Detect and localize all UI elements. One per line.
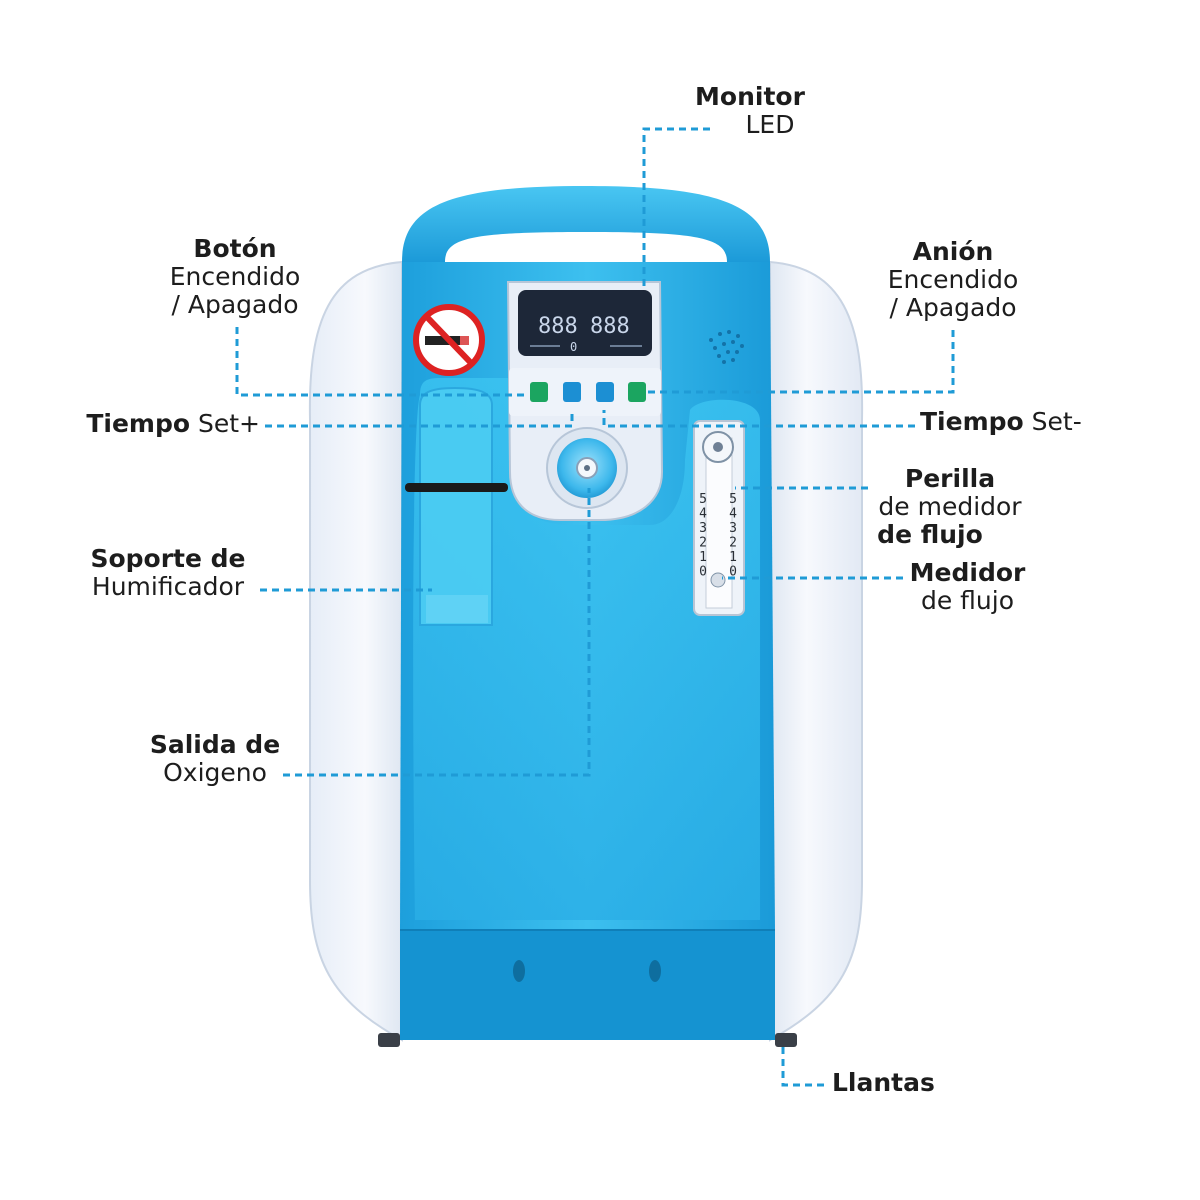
label-time-plus: Tiempo Set+ bbox=[60, 410, 260, 438]
carry-handle bbox=[402, 186, 770, 262]
base-band bbox=[400, 930, 775, 1040]
speaker-grill bbox=[709, 330, 744, 364]
oxygen-outlet[interactable] bbox=[546, 427, 628, 509]
label-power-line3: / Apagado bbox=[171, 290, 299, 319]
time-plus-button[interactable] bbox=[563, 382, 581, 402]
wheel-right bbox=[775, 1033, 797, 1047]
front-door bbox=[413, 378, 760, 920]
display-digits-right: 888 bbox=[590, 314, 630, 339]
flow-scale-mark: 4 bbox=[729, 507, 737, 522]
label-time-minus-sub: Set- bbox=[1023, 407, 1082, 436]
callout-time-plus bbox=[265, 410, 574, 428]
label-power-title: Botón bbox=[193, 234, 277, 263]
flow-scale-mark: 3 bbox=[699, 521, 707, 536]
label-anion-line2: Encendido bbox=[887, 265, 1019, 294]
label-monitor: Monitor LED bbox=[690, 83, 810, 139]
holder-strap bbox=[405, 483, 508, 492]
label-wheels: Llantas bbox=[832, 1069, 935, 1097]
time-minus-button[interactable] bbox=[596, 382, 614, 402]
label-flowmeter-line2: de flujo bbox=[920, 586, 1015, 615]
right-shell bbox=[769, 260, 864, 1042]
label-flowmeter: Medidor de flujo bbox=[905, 559, 1030, 615]
label-wheels-title: Llantas bbox=[832, 1068, 935, 1097]
label-monitor-title: Monitor bbox=[695, 82, 805, 111]
wheel-left bbox=[378, 1033, 400, 1047]
label-power: Botón Encendido / Apagado bbox=[150, 235, 320, 319]
flow-scale-mark: 4 bbox=[699, 507, 707, 522]
label-power-line2: Encendido bbox=[169, 262, 301, 291]
display-zero: 0 bbox=[570, 340, 577, 354]
label-time-minus: Tiempo Set- bbox=[920, 408, 1140, 436]
flow-scale-mark: 5 bbox=[699, 492, 707, 507]
left-shell bbox=[308, 260, 403, 1042]
callout-wheels bbox=[781, 1047, 828, 1087]
label-humidifier-title: Soporte de bbox=[90, 544, 246, 573]
callout-lines bbox=[235, 127, 955, 1087]
device-body bbox=[308, 186, 864, 1047]
flow-scale-mark: 5 bbox=[729, 492, 737, 507]
callout-monitor bbox=[642, 127, 710, 290]
label-outlet-title: Salida de bbox=[149, 730, 281, 759]
flow-scale-mark: 2 bbox=[699, 536, 707, 551]
label-anion-line3: / Apagado bbox=[889, 293, 1017, 322]
anion-button[interactable] bbox=[628, 382, 646, 402]
label-outlet-line2: Oxigeno bbox=[163, 758, 267, 787]
callout-outlet bbox=[283, 488, 591, 777]
label-knob-title: Perilla bbox=[904, 464, 996, 493]
label-monitor-sub: LED bbox=[745, 110, 795, 139]
label-anion-title: Anión bbox=[912, 237, 994, 266]
label-time-plus-sub: Set+ bbox=[190, 409, 260, 438]
label-humidifier-line2: Humificador bbox=[91, 572, 245, 601]
label-knob: Perilla de medidor de flujo bbox=[860, 465, 1040, 549]
label-flowmeter-title: Medidor bbox=[909, 558, 1026, 587]
no-smoking-sign bbox=[413, 304, 485, 376]
label-knob-line3: de flujo bbox=[877, 520, 983, 549]
label-knob-line2: de medidor bbox=[878, 492, 1022, 521]
label-time-plus-title: Tiempo bbox=[86, 409, 191, 438]
callout-anion bbox=[648, 330, 955, 394]
flow-scale-mark: 0 bbox=[699, 565, 707, 580]
power-button[interactable] bbox=[530, 382, 548, 402]
flow-scale-mark: 3 bbox=[729, 521, 737, 536]
vent-slot-right bbox=[649, 960, 661, 982]
flow-scale-mark: 0 bbox=[729, 565, 737, 580]
display-digits-left: 888 bbox=[538, 314, 578, 339]
vent-slot-left bbox=[513, 960, 525, 982]
flow-scale-mark: 1 bbox=[729, 550, 737, 565]
label-anion: Anión Encendido / Apagado bbox=[868, 238, 1038, 322]
flow-scale-mark: 1 bbox=[699, 550, 707, 565]
flow-scale-mark: 2 bbox=[729, 536, 737, 551]
led-display bbox=[518, 290, 652, 356]
label-humidifier: Soporte de Humificador bbox=[78, 545, 258, 601]
humidifier-holder bbox=[405, 386, 508, 626]
label-outlet: Salida de Oxigeno bbox=[145, 731, 285, 787]
label-time-minus-title: Tiempo bbox=[920, 407, 1024, 436]
